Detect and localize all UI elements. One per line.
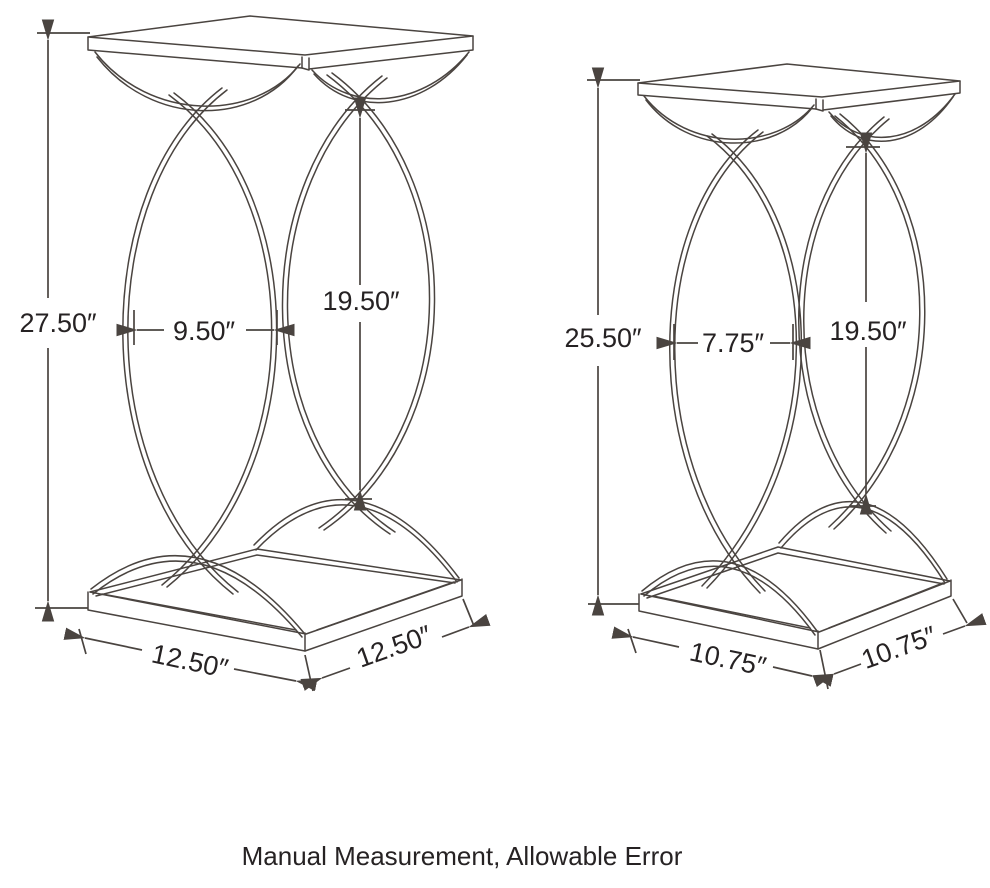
small-table-drawing [637,63,961,650]
large-table-front-leg-frame [281,72,436,535]
caption: Manual Measurement, Allowable Error [241,841,683,871]
large-table-inner-width-dimension: 9.50″ [116,310,295,346]
large-table-inner-height-label: 19.50″ [322,286,400,316]
small-table-front-leg-frame [798,113,926,534]
small-table-height-dimension: 25.50″ [564,67,642,616]
small-table-base-left-label: 10.75″ [687,637,769,682]
small-table-inner-width-dimension: 7.75″ [656,324,811,360]
large-table-inner-width-label: 9.50″ [173,316,236,346]
small-table-base-left-dimension: 10.75″ [611,626,834,690]
large-table-base-right-dimension: 12.50″ [300,598,491,691]
large-table-height-label: 27.50″ [19,308,97,338]
large-table-drawing [87,15,474,652]
small-table-base [638,500,952,650]
small-table-back-leg-frame [669,129,803,594]
large-table-height-dimension: 27.50″ [19,19,97,622]
small-table-base-right-dimension: 10.75″ [812,598,987,688]
small-tabletop [637,63,961,112]
large-table-base-right-label: 12.50″ [353,619,436,673]
large-table-base-left-dimension: 12.50″ [63,627,318,692]
small-table-aprons [643,93,956,144]
large-table-base-left-label: 12.50″ [149,639,231,684]
small-table-height-label: 25.50″ [564,323,642,353]
small-table-inner-height-dimension: 19.50″ [829,132,907,515]
small-table-inner-width-label: 7.75″ [702,328,765,358]
small-table-inner-height-label: 19.50″ [829,316,907,346]
large-table-aprons [94,51,470,112]
large-table-inner-height-dimension: 19.50″ [322,97,400,511]
large-tabletop [87,15,474,71]
